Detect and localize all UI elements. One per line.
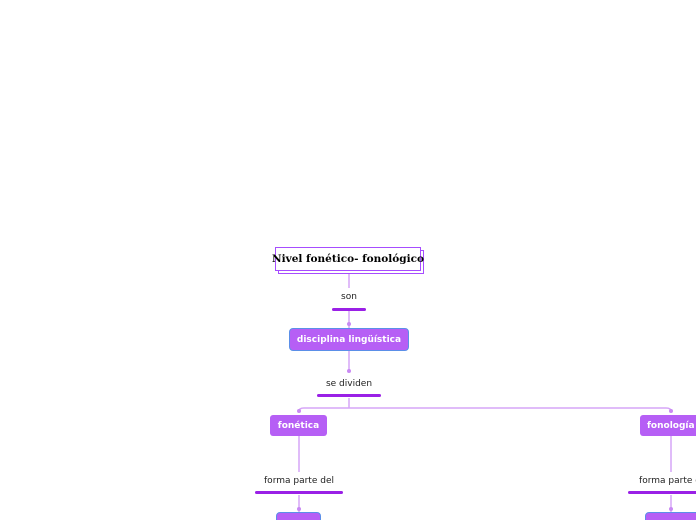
root-topic-node[interactable]: Nivel fonético- fonológico <box>272 247 424 271</box>
topic-child-left-partial[interactable] <box>276 512 321 520</box>
topic-disciplina-label: disciplina lingüística <box>296 334 402 345</box>
topic-fonetica[interactable]: fonética <box>270 415 327 436</box>
topic-disciplina-linguistica[interactable]: disciplina lingüística <box>289 328 409 351</box>
connector-dot <box>297 507 301 511</box>
connector-dot <box>297 409 301 413</box>
connector-dot <box>669 507 673 511</box>
link-label-son[interactable]: son <box>341 292 357 302</box>
link-bar-forma-left <box>255 491 343 494</box>
link-label-se-dividen[interactable]: se dividen <box>325 379 373 389</box>
topic-fonetica-label: fonética <box>277 420 320 431</box>
topic-child-right-partial[interactable] <box>645 512 696 520</box>
link-bar-forma-right <box>628 491 696 494</box>
topic-fonologia[interactable]: fonología <box>640 415 696 436</box>
link-label-forma-parte-right[interactable]: forma parte d <box>639 476 696 486</box>
root-topic-label: Nivel fonético- fonológico <box>272 253 424 265</box>
connector-dot <box>347 322 351 326</box>
connector-dot <box>669 409 673 413</box>
topic-fonologia-label: fonología <box>647 420 695 431</box>
link-bar-se-dividen <box>317 394 381 397</box>
connector-branch-horizontal <box>298 407 672 412</box>
connector-dot <box>347 369 351 373</box>
link-label-forma-parte-del[interactable]: forma parte del <box>264 476 334 486</box>
link-bar-son <box>332 308 366 311</box>
